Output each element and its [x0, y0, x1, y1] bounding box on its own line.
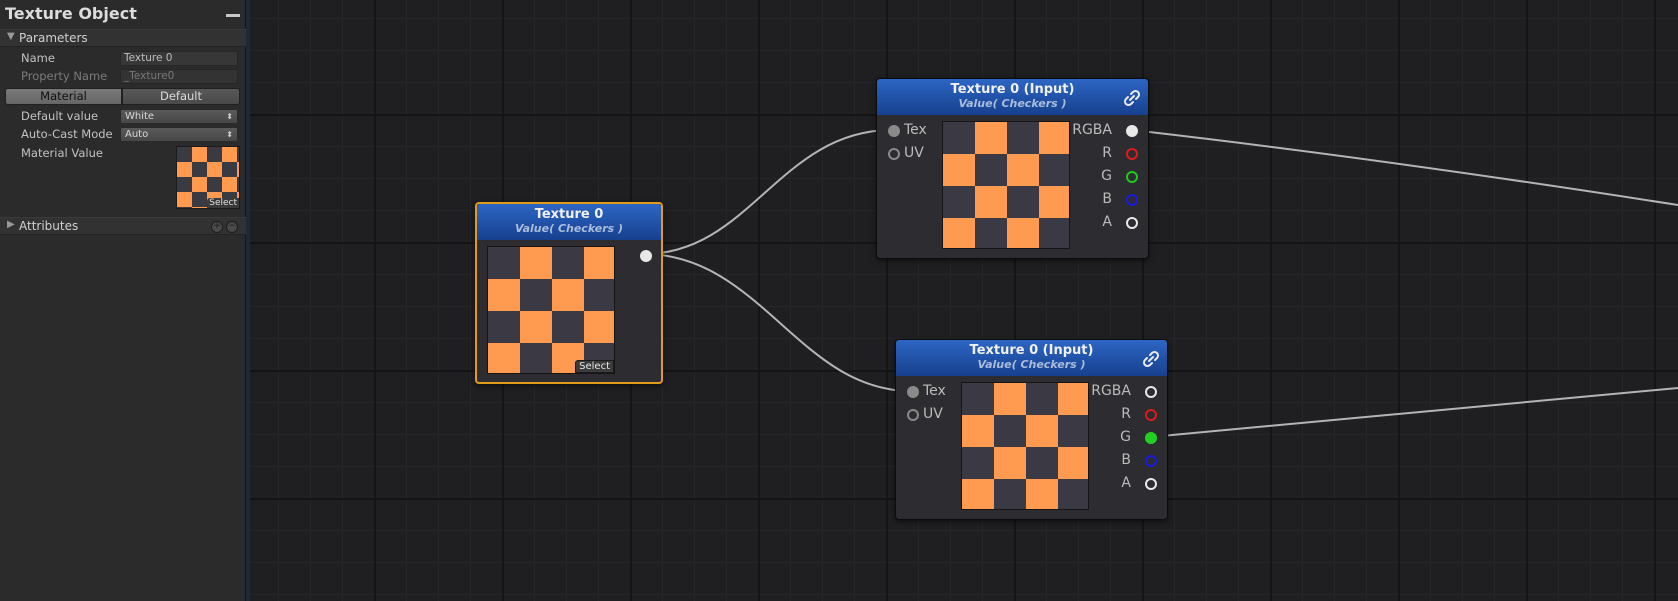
add-attribute-icon[interactable]: + — [211, 221, 223, 233]
attributes-section-header[interactable]: ▶ Attributes — [0, 217, 246, 235]
select-texture-button[interactable]: Select — [207, 198, 239, 208]
tab-default[interactable]: Default — [122, 88, 240, 105]
name-label: Name — [21, 51, 55, 65]
node-header[interactable]: Texture 0 (Input) Value( Checkers ) — [896, 340, 1167, 376]
triangle-down-icon: ▼ — [7, 31, 15, 42]
node-subtitle: Value( Checkers ) — [958, 97, 1067, 110]
wire-texture-to-top-sampler — [643, 129, 893, 255]
texture-preview — [942, 121, 1070, 249]
input-label-uv: UV — [923, 406, 943, 422]
node-title: Texture 0 — [534, 207, 604, 222]
panel-splitter[interactable] — [246, 0, 250, 601]
output-port-a[interactable] — [1145, 478, 1157, 490]
input-port-tex[interactable] — [907, 386, 919, 398]
attributes-label: Attributes — [19, 219, 79, 233]
inspector-panel: Texture Object ▼ Parameters Name Texture… — [0, 0, 246, 601]
output-label-a: A — [1102, 214, 1112, 230]
link-icon[interactable] — [1122, 88, 1142, 108]
node-subtitle: Value( Checkers ) — [977, 358, 1086, 371]
output-label-g: G — [1120, 429, 1131, 445]
remove-attribute-icon[interactable]: − — [226, 221, 238, 233]
wire-bottom-g-out — [1149, 387, 1678, 438]
link-icon[interactable] — [1141, 349, 1161, 369]
triangle-right-icon: ▶ — [7, 219, 15, 230]
output-label-r: R — [1121, 406, 1131, 422]
property-name-field: _Texture0 — [120, 69, 238, 84]
output-label-rgba: RGBA — [1091, 383, 1131, 399]
output-label-b: B — [1102, 191, 1112, 207]
output-label-b: B — [1121, 452, 1131, 468]
dropdown-arrows-icon: ⬍ — [226, 112, 233, 121]
output-label-a: A — [1121, 475, 1131, 491]
output-port-r[interactable] — [1126, 148, 1138, 160]
default-value-dropdown[interactable]: White ⬍ — [120, 109, 238, 124]
material-texture-thumbnail[interactable]: Select — [176, 146, 240, 209]
node-title: Texture 0 (Input) — [969, 343, 1094, 358]
property-name-label: Property Name — [21, 69, 108, 83]
collapse-icon[interactable] — [226, 14, 240, 17]
node-header[interactable]: Texture 0 Value( Checkers ) — [477, 204, 661, 240]
output-port-g[interactable] — [1126, 171, 1138, 183]
output-label-rgba: RGBA — [1072, 122, 1112, 138]
parameters-section-header[interactable]: ▼ Parameters — [0, 29, 246, 47]
node-title: Texture 0 (Input) — [950, 82, 1075, 97]
select-texture-button[interactable]: Select — [575, 360, 614, 373]
input-port-tex[interactable] — [888, 125, 900, 137]
output-port-a[interactable] — [1126, 217, 1138, 229]
input-port-uv[interactable] — [907, 409, 919, 421]
tab-material[interactable]: Material — [5, 88, 122, 105]
texture-preview — [961, 382, 1089, 510]
output-port-b[interactable] — [1145, 455, 1157, 467]
auto-cast-label: Auto-Cast Mode — [21, 127, 113, 141]
default-value-text: White — [125, 111, 155, 122]
input-label-tex: Tex — [904, 122, 927, 138]
texture-object-node[interactable]: Texture 0 Value( Checkers ) Select — [475, 202, 663, 384]
material-value-label: Material Value — [21, 146, 103, 160]
output-label-r: R — [1102, 145, 1112, 161]
input-port-uv[interactable] — [888, 148, 900, 160]
panel-title: Texture Object — [5, 4, 137, 23]
output-label-g: G — [1101, 168, 1112, 184]
output-port-r[interactable] — [1145, 409, 1157, 421]
output-port-g[interactable] — [1145, 432, 1157, 444]
dropdown-arrows-icon: ⬍ — [226, 130, 233, 139]
texture-sample-node-bottom[interactable]: Texture 0 (Input) Value( Checkers ) Tex … — [895, 339, 1168, 520]
default-value-label: Default value — [21, 109, 99, 123]
auto-cast-text: Auto — [125, 129, 149, 140]
output-port[interactable] — [640, 250, 652, 262]
wire-top-rgba-out — [1131, 129, 1678, 206]
input-label-uv: UV — [904, 145, 924, 161]
name-field[interactable]: Texture 0 — [120, 51, 238, 66]
node-header[interactable]: Texture 0 (Input) Value( Checkers ) — [877, 79, 1148, 115]
texture-sample-node-top[interactable]: Texture 0 (Input) Value( Checkers ) Tex … — [876, 78, 1149, 259]
parameters-label: Parameters — [19, 31, 88, 45]
wire-texture-to-bottom-sampler — [643, 253, 912, 392]
output-port-b[interactable] — [1126, 194, 1138, 206]
input-label-tex: Tex — [923, 383, 946, 399]
output-port-rgba[interactable] — [1145, 386, 1157, 398]
auto-cast-dropdown[interactable]: Auto ⬍ — [120, 127, 238, 142]
texture-preview[interactable]: Select — [487, 246, 615, 374]
material-default-toggle: Material Default — [5, 88, 240, 105]
node-subtitle: Value( Checkers ) — [514, 222, 624, 235]
output-port-rgba[interactable] — [1126, 125, 1138, 137]
